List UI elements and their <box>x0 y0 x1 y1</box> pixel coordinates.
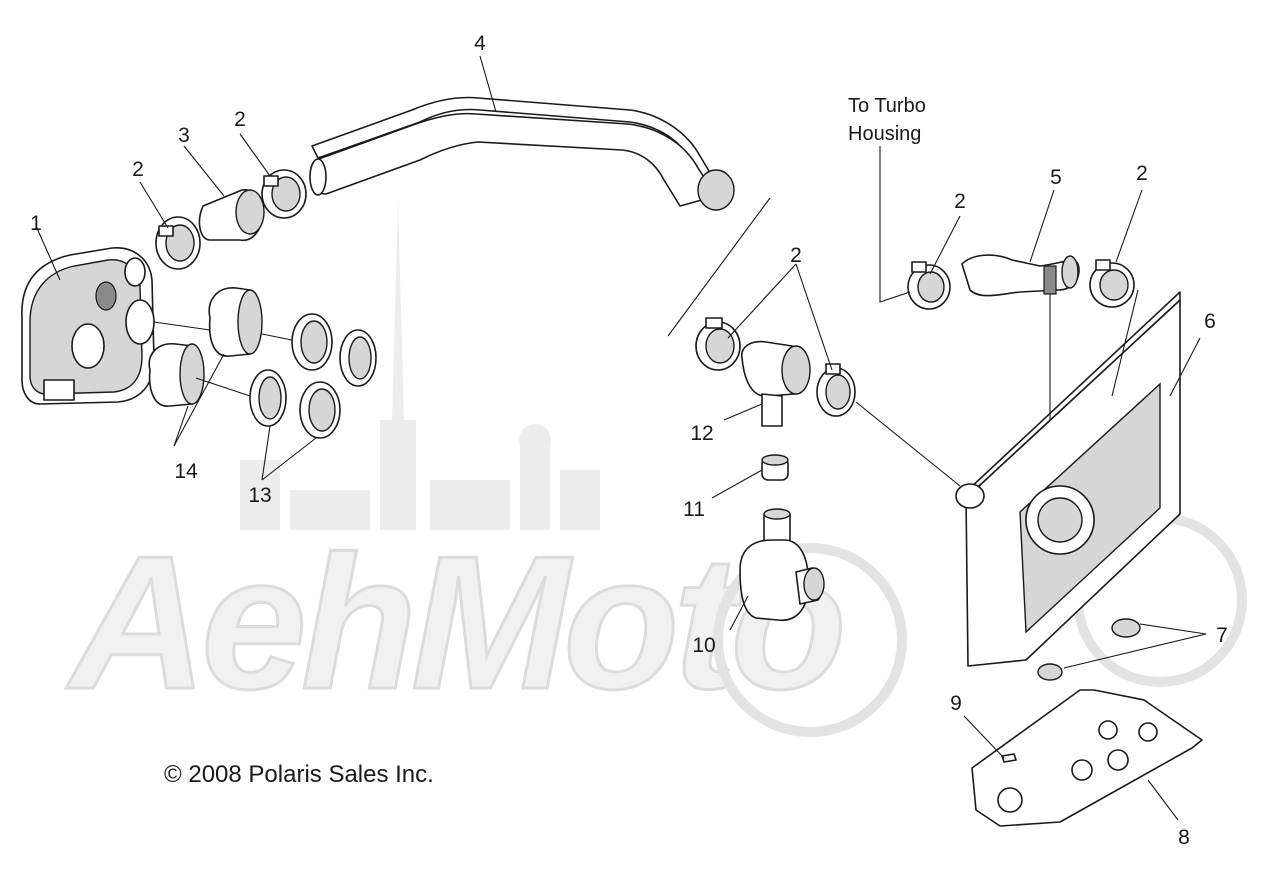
callout-8: 8 <box>1178 826 1190 849</box>
boot-part-14-b <box>148 343 205 407</box>
callout-7: 7 <box>1216 624 1228 647</box>
copyright-notice: © 2008 Polaris Sales Inc. <box>164 761 434 788</box>
hose-part-5 <box>961 254 1080 297</box>
coupler-part-3 <box>198 189 265 242</box>
boot-part-14-a <box>208 287 263 357</box>
callout-2: 2 <box>1136 162 1148 185</box>
airbox-part-1 <box>21 247 155 405</box>
clamp-part-13-c <box>249 369 287 427</box>
callout-9: 9 <box>950 692 962 715</box>
valve-part-10 <box>739 508 825 621</box>
clamp-part-2-a <box>155 216 201 270</box>
fitting-part-11 <box>761 454 789 481</box>
intake-duct-part-4 <box>309 96 735 211</box>
clamp-part-13-d <box>299 381 341 439</box>
intercooler-part-6 <box>955 265 1181 667</box>
callout-6: 6 <box>1204 310 1216 333</box>
clamp-part-2-b <box>261 169 307 219</box>
bracket-part-8 <box>971 689 1203 827</box>
callout-4: 4 <box>474 32 486 55</box>
grommet-part-7-a <box>1111 618 1141 638</box>
clamp-part-2-c <box>695 317 741 371</box>
callout-14: 14 <box>174 460 198 483</box>
callout-2: 2 <box>234 108 246 131</box>
grommet-part-7-b <box>1037 663 1063 681</box>
callout-13: 13 <box>248 484 271 507</box>
callout-12: 12 <box>690 422 713 445</box>
clamp-part-2-f <box>1089 259 1135 308</box>
watermark: AehMoto <box>65 200 1247 737</box>
callout-11: 11 <box>683 498 705 521</box>
callout-10: 10 <box>692 634 715 657</box>
callout-2: 2 <box>132 158 144 181</box>
clamp-part-13-a <box>291 313 333 371</box>
note-line-1: To Turbo <box>848 95 926 117</box>
screw-part-9 <box>1001 753 1017 763</box>
turbo-housing-note: To Turbo Housing <box>848 95 926 145</box>
clamp-part-2-d <box>816 363 856 417</box>
callout-2: 2 <box>790 244 802 267</box>
callout-3: 3 <box>178 124 190 147</box>
note-line-2: Housing <box>848 123 921 145</box>
watermark-cityscape <box>240 200 600 530</box>
callout-2: 2 <box>954 190 966 213</box>
leader-lines <box>35 55 1207 821</box>
clamp-part-13-b <box>339 329 377 387</box>
tee-part-12 <box>741 340 811 427</box>
clamp-part-2-e <box>907 261 951 310</box>
callout-labels: 1 2 2 2 2 2 3 4 5 6 7 8 9 10 11 12 13 14 <box>30 32 1228 849</box>
callout-5: 5 <box>1050 166 1062 189</box>
callout-1: 1 <box>30 212 42 235</box>
